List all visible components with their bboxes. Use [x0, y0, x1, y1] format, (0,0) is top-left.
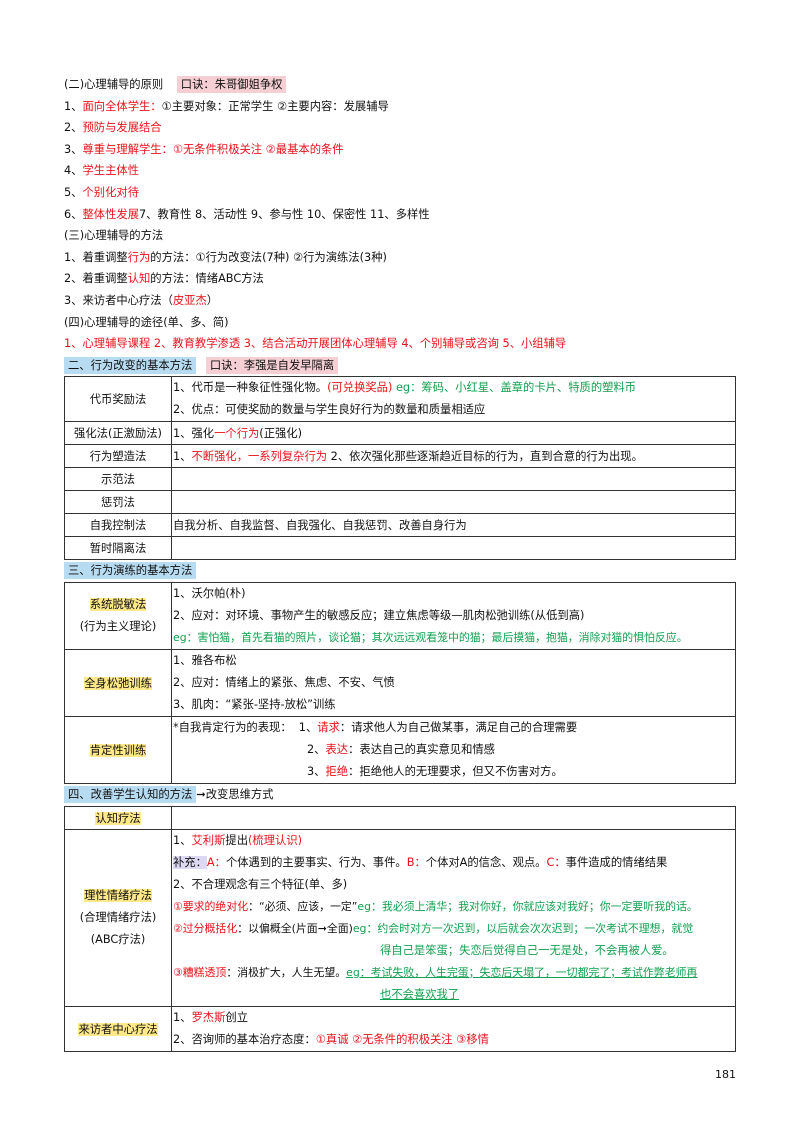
- row-label: 全身松弛训练: [64, 648, 172, 717]
- table-row: 行为塑造法 1、不断强化，一系列复杂行为 2、依次强化那些逐渐趋近目标的行为，直…: [64, 444, 736, 469]
- heading-text: (二)心理辅导的原则: [64, 78, 164, 91]
- table-row: 示范法: [64, 467, 736, 492]
- section-2-mnemonic: 口诀：李强是自发早隔离: [205, 356, 339, 374]
- row-label: 肯定性训练: [64, 715, 172, 784]
- method-item: 2、着重调整认知的方法：情绪ABC方法: [64, 272, 264, 286]
- method-item: 3、来访者中心疗法（皮亚杰）: [64, 293, 219, 307]
- behavior-change-table: 代币奖励法 1、代币是一种象征性强化物。(可兑换奖品) eg：筹码、小红星、盖章…: [64, 376, 736, 561]
- section-heading-principles: (二)心理辅导的原则 口诀：朱哥御姐争权: [64, 74, 736, 96]
- page-number: 181: [715, 1068, 736, 1081]
- row-content: 1、强化一个行为(正强化): [171, 421, 736, 446]
- table-row: 惩罚法: [64, 490, 736, 515]
- row-label: 代币奖励法: [64, 376, 172, 423]
- row-content: [171, 467, 736, 492]
- cognition-methods-table: 认知疗法 理性情绪疗法 (合理情绪疗法) (ABC疗法) 1、艾利斯提出(梳理认…: [64, 805, 736, 1052]
- section-4-heading: 四、改善学生认知的方法➞改变思维方式: [64, 784, 736, 806]
- row-content: 1、艾利斯提出(梳理认识) 补充：A：个体遇到的主要事实、行为、事件。B：个体对…: [171, 828, 736, 1007]
- mnemonic-highlight: 口诀：朱哥御姐争权: [176, 76, 287, 93]
- principle-item: 1、面向全体学生：①主要对象：正常学生 ②主要内容：发展辅导: [64, 99, 389, 113]
- row-label: 理性情绪疗法 (合理情绪疗法) (ABC疗法): [64, 828, 172, 1007]
- section-4-title: 四、改善学生认知的方法: [64, 785, 197, 803]
- row-content: 1、代币是一种象征性强化物。(可兑换奖品) eg：筹码、小红星、盖章的卡片、特质…: [171, 376, 736, 423]
- table-row: 认知疗法: [64, 805, 736, 830]
- principle-item: 4、学生主体性: [64, 164, 139, 178]
- section-2-title: 二、行为改变的基本方法: [64, 356, 197, 374]
- document-page: (二)心理辅导的原则 口诀：朱哥御姐争权 1、面向全体学生：①主要对象：正常学生…: [64, 74, 736, 1052]
- table-row: 来访者中心疗法 1、罗杰斯创立 2、咨询师的基本治疗态度：①真诚 ②无条件的积极…: [64, 1005, 736, 1052]
- table-row: 暂时隔离法: [64, 536, 736, 561]
- row-content: [171, 536, 736, 561]
- principle-item: 6、整体性发展7、教育性 8、活动性 9、参与性 10、保密性 11、多样性: [64, 207, 430, 221]
- section-heading-approaches: (四)心理辅导的途径(单、多、简): [64, 315, 229, 329]
- table-row: 自我控制法 自我分析、自我监督、自我强化、自我惩罚、改善自身行为: [64, 513, 736, 538]
- row-content: *自我肯定行为的表现： 1、请求：请求他人为自己做某事，满足自己的合理需要 2、…: [171, 715, 736, 784]
- principle-item: 5、个别化对待: [64, 185, 139, 199]
- row-label: 系统脱敏法 (行为主义理论): [64, 581, 172, 650]
- principle-item: 3、尊重与理解学生：①无条件积极关注 ②最基本的条件: [64, 142, 344, 156]
- row-content: 自我分析、自我监督、自我强化、自我惩罚、改善自身行为: [171, 513, 736, 538]
- row-label: 示范法: [64, 467, 172, 492]
- table-row: 理性情绪疗法 (合理情绪疗法) (ABC疗法) 1、艾利斯提出(梳理认识) 补充…: [64, 828, 736, 1007]
- row-label: 来访者中心疗法: [64, 1005, 172, 1052]
- behavior-rehearsal-table: 系统脱敏法 (行为主义理论) 1、沃尔帕(朴) 2、应对：对环境、事物产生的敏感…: [64, 581, 736, 784]
- section-heading-methods: (三)心理辅导的方法: [64, 229, 164, 243]
- row-content: [171, 805, 736, 830]
- section-3-title: 三、行为演练的基本方法: [64, 562, 197, 580]
- row-label: 认知疗法: [64, 805, 172, 830]
- row-label: 强化法(正激励法): [64, 421, 172, 446]
- table-row: 强化法(正激励法) 1、强化一个行为(正强化): [64, 421, 736, 446]
- section-3-heading: 三、行为演练的基本方法: [64, 560, 736, 582]
- row-content: 1、罗杰斯创立 2、咨询师的基本治疗态度：①真诚 ②无条件的积极关注 ③移情: [171, 1005, 736, 1052]
- row-content: 1、沃尔帕(朴) 2、应对：对环境、事物产生的敏感反应；建立焦虑等级—肌肉松弛训…: [171, 581, 736, 650]
- table-row: 肯定性训练 *自我肯定行为的表现： 1、请求：请求他人为自己做某事，满足自己的合…: [64, 715, 736, 784]
- method-item: 1、着重调整行为的方法：①行为改变法(7种) ②行为演练法(3种): [64, 250, 387, 264]
- row-content: [171, 490, 736, 515]
- row-label: 自我控制法: [64, 513, 172, 538]
- row-label: 行为塑造法: [64, 444, 172, 469]
- row-label: 惩罚法: [64, 490, 172, 515]
- table-row: 全身松弛训练 1、雅各布松 2、应对：情绪上的紧张、焦虑、不安、气愤 3、肌肉：…: [64, 648, 736, 717]
- principle-item: 2、预防与发展结合: [64, 121, 162, 135]
- table-row: 代币奖励法 1、代币是一种象征性强化物。(可兑换奖品) eg：筹码、小红星、盖章…: [64, 376, 736, 423]
- section-2-heading: 二、行为改变的基本方法 口诀：李强是自发早隔离: [64, 355, 736, 377]
- row-label: 暂时隔离法: [64, 536, 172, 561]
- table-row: 系统脱敏法 (行为主义理论) 1、沃尔帕(朴) 2、应对：对环境、事物产生的敏感…: [64, 581, 736, 650]
- approach-list: 1、心理辅导课程 2、教育教学渗透 3、结合活动开展团体心理辅导 4、个别辅导或…: [64, 337, 567, 351]
- row-content: 1、雅各布松 2、应对：情绪上的紧张、焦虑、不安、气愤 3、肌肉：“紧张-坚持-…: [171, 648, 736, 717]
- row-content: 1、不断强化，一系列复杂行为 2、依次强化那些逐渐趋近目标的行为，直到合意的行为…: [171, 444, 736, 469]
